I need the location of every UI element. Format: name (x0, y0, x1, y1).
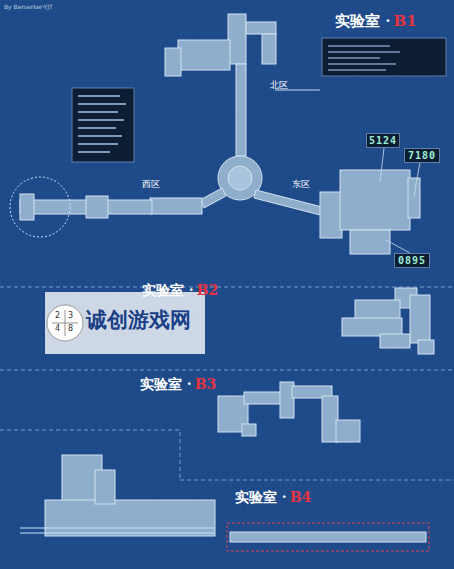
watermark-icon: 3 (68, 311, 73, 320)
floor-title: 实验室 · (142, 282, 194, 300)
floor-number: B2 (197, 282, 219, 298)
code-number: 7180 (408, 150, 436, 161)
code-number: 0895 (398, 255, 426, 266)
watermark-icon: 2 (55, 311, 60, 320)
watermark: 诚创游戏网 (86, 306, 191, 334)
area-label: 东区 (292, 178, 310, 191)
floor-title: 实验室 · (235, 489, 287, 507)
area-label: 北区 (270, 79, 288, 92)
code-panel: 5124 (366, 133, 400, 148)
floor-number: B4 (290, 489, 312, 505)
code-panel: 7180 (404, 148, 440, 163)
watermark-icon: 4 (55, 324, 60, 333)
code-panel: 0895 (394, 253, 430, 268)
author-credit: By Berserker-YJT (4, 3, 53, 10)
area-label: 西区 (142, 178, 160, 191)
floor-title: 实验室 · (335, 12, 390, 31)
floor-title: 实验室 · (140, 376, 192, 394)
code-number: 5124 (369, 135, 397, 146)
watermark-icon: 8 (68, 324, 73, 333)
floor-number: B3 (195, 376, 217, 392)
floor-number: B1 (393, 12, 416, 30)
